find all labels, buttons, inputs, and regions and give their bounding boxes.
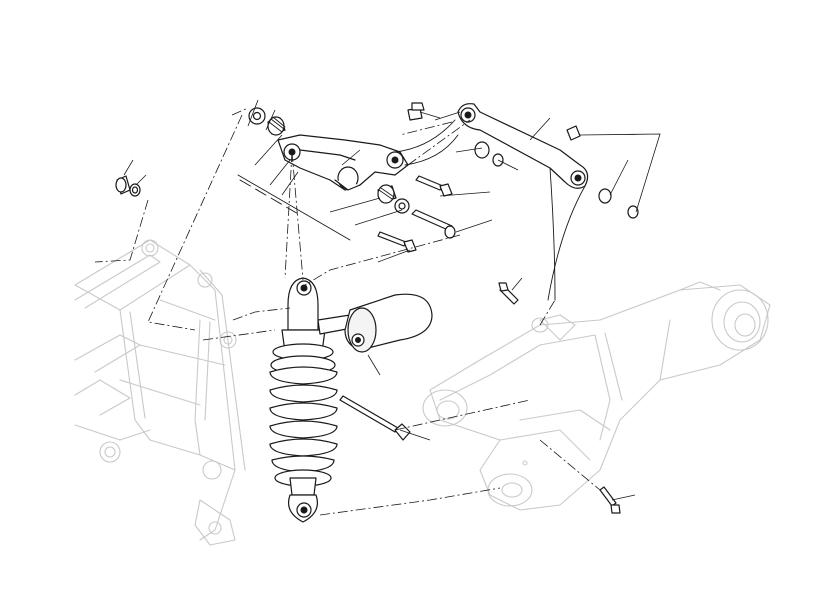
frame (74, 239, 246, 546)
shock-absorber (269, 277, 433, 523)
swingarm (422, 281, 771, 511)
rocker-link (277, 134, 409, 191)
rocker-tie-curve (394, 119, 459, 166)
nuts (115, 125, 639, 219)
shock-bolt (339, 395, 411, 441)
bolts (377, 102, 621, 514)
tie-rod-link-curve (547, 167, 586, 301)
break-marks (237, 174, 351, 241)
assembly-lines (94, 107, 601, 516)
